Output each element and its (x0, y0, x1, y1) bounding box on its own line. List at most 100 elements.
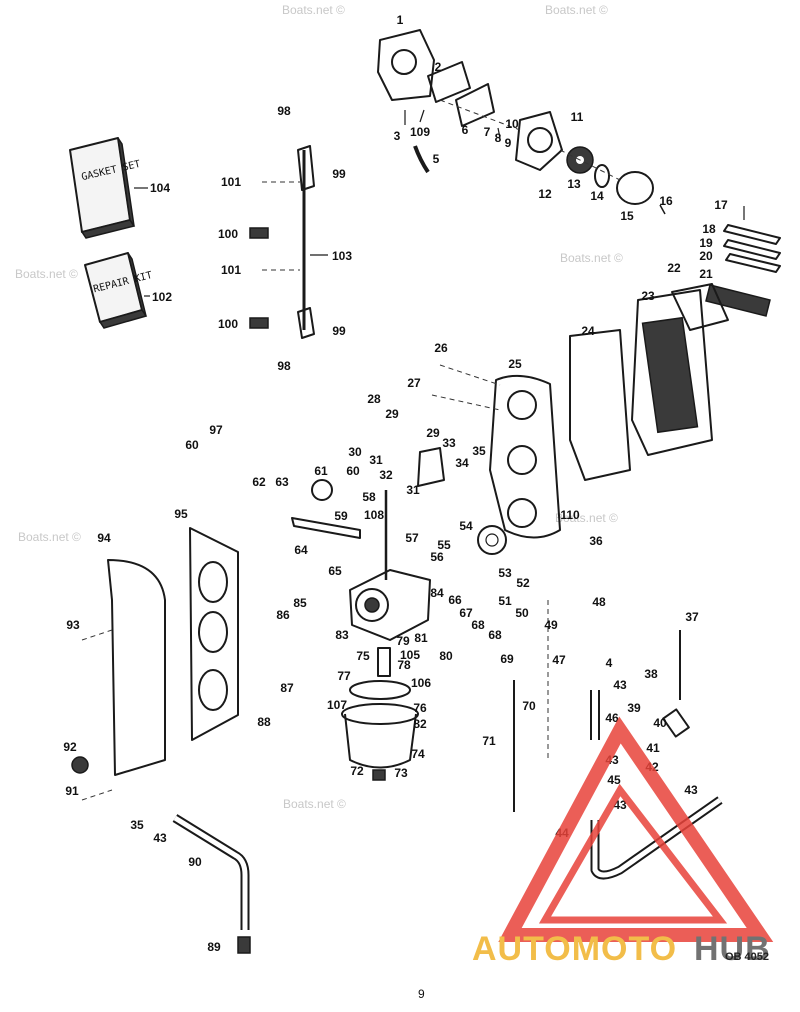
callout-62: 62 (252, 475, 266, 489)
callout-31: 31 (369, 453, 383, 467)
diagram-code: OB 4052 (725, 951, 769, 963)
callout-88: 88 (257, 715, 271, 729)
callout-17: 17 (714, 198, 728, 212)
callout-65: 65 (328, 564, 342, 578)
callout-109: 109 (410, 125, 430, 139)
callout-10: 10 (505, 117, 519, 131)
callout-15: 15 (620, 209, 634, 223)
callout-8: 8 (495, 131, 502, 145)
callout-33: 33 (442, 436, 456, 450)
callout-6: 6 (462, 123, 469, 137)
callout-85: 85 (293, 596, 307, 610)
linkage-rod-assembly (249, 145, 328, 339)
callout-22: 22 (667, 261, 681, 275)
callout-86: 86 (276, 608, 290, 622)
float-bowl (341, 647, 419, 781)
callout-58: 58 (362, 490, 376, 504)
callout-103: 103 (332, 249, 352, 263)
callout-18: 18 (702, 222, 716, 236)
callout-5: 5 (433, 152, 440, 166)
callout-82: 82 (413, 717, 427, 731)
callout-52: 52 (516, 576, 530, 590)
callout-84: 84 (430, 586, 444, 600)
callout-49: 49 (544, 618, 558, 632)
callout-68: 68 (488, 628, 502, 642)
callout-50: 50 (515, 606, 529, 620)
callout-41: 41 (646, 741, 660, 755)
callout-19: 19 (699, 236, 713, 250)
callout-25: 25 (508, 357, 522, 371)
callout-30: 30 (348, 445, 362, 459)
callout-7: 7 (484, 125, 491, 139)
callout-68: 68 (471, 618, 485, 632)
callout-98: 98 (277, 359, 291, 373)
callout-35: 35 (472, 444, 486, 458)
callout-36: 36 (589, 534, 603, 548)
callout-101: 101 (221, 263, 241, 277)
callout-87: 87 (280, 681, 294, 695)
callout-4: 4 (606, 656, 613, 670)
callout-67: 67 (459, 606, 473, 620)
callout-54: 54 (459, 519, 473, 533)
callout-26: 26 (434, 341, 448, 355)
watermark-mid-right: Boats.net © (555, 511, 618, 525)
callout-31: 31 (406, 483, 420, 497)
callout-20: 20 (699, 249, 713, 263)
callout-2: 2 (435, 60, 442, 74)
callout-57: 57 (405, 531, 419, 545)
callout-74: 74 (411, 747, 425, 761)
callout-34: 34 (455, 456, 469, 470)
callout-43: 43 (684, 783, 698, 797)
callout-80: 80 (439, 649, 453, 663)
callout-23: 23 (641, 289, 655, 303)
callout-59: 59 (334, 509, 348, 523)
callout-53: 53 (498, 566, 512, 580)
callout-12: 12 (538, 187, 552, 201)
intake-manifold (431, 329, 631, 539)
callout-29: 29 (426, 426, 440, 440)
callout-66: 66 (448, 593, 462, 607)
fuel-hoses (172, 600, 723, 954)
callout-98: 98 (277, 104, 291, 118)
callout-83: 83 (335, 628, 349, 642)
callout-76: 76 (413, 701, 427, 715)
callout-100: 100 (218, 227, 238, 241)
repair-kit-box: REPAIR KIT (84, 252, 153, 329)
callout-38: 38 (644, 667, 658, 681)
callout-56: 56 (430, 550, 444, 564)
callout-90: 90 (188, 855, 202, 869)
watermark-top: Boats.net © (282, 3, 345, 17)
callout-45: 45 (607, 773, 621, 787)
callout-95: 95 (174, 507, 188, 521)
callout-48: 48 (592, 595, 606, 609)
callout-51: 51 (498, 594, 512, 608)
callout-28: 28 (367, 392, 381, 406)
callout-104: 104 (150, 181, 170, 195)
callout-72: 72 (350, 764, 364, 778)
callout-110: 110 (560, 508, 580, 522)
callout-35: 35 (130, 818, 144, 832)
callout-55: 55 (437, 538, 451, 552)
callout-101: 101 (221, 175, 241, 189)
logo-text-automoto: AUTOMOTO (472, 930, 677, 968)
callout-81: 81 (414, 631, 428, 645)
gasket-set-box: GASKET SET (69, 137, 148, 239)
callout-32: 32 (379, 468, 393, 482)
callout-13: 13 (567, 177, 581, 191)
callout-75: 75 (356, 649, 370, 663)
callout-70: 70 (522, 699, 536, 713)
callout-94: 94 (97, 531, 111, 545)
automotohub-logo: AUTOMOTO HUB (472, 716, 774, 968)
callout-39: 39 (627, 701, 641, 715)
callout-78: 78 (397, 658, 411, 672)
callout-16: 16 (659, 194, 673, 208)
callout-27: 27 (407, 376, 421, 390)
carburetor (291, 447, 507, 641)
callout-77: 77 (337, 669, 351, 683)
callout-73: 73 (394, 766, 408, 780)
cover-plate (71, 527, 239, 801)
page-number: 9 (418, 987, 425, 1001)
callout-3: 3 (394, 129, 401, 143)
